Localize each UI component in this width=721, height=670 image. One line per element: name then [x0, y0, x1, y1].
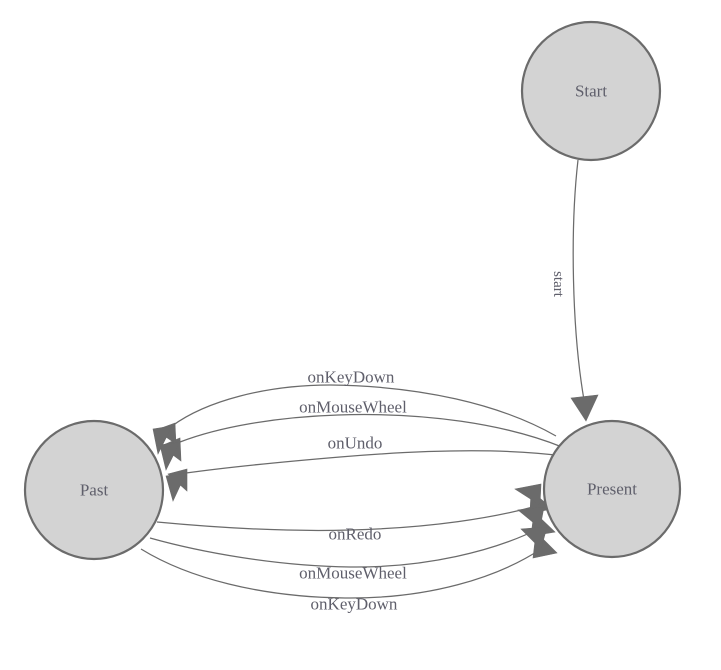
- edge-past-to-present-onmousewheel-path: [149, 527, 541, 568]
- edge-label-present-past-onkeydown: onKeyDown: [308, 368, 395, 387]
- node-start-circle: [520, 20, 662, 162]
- edge-past-to-present-onredo-path: [156, 504, 541, 532]
- edge-present-to-past-onundo[interactable]: [165, 450, 564, 502]
- edge-label-present-past-onundo: onUndo: [328, 434, 383, 453]
- edge-past-to-present-onredo-arrowhead-b: [514, 483, 542, 506]
- node-past[interactable]: Past: [23, 419, 165, 561]
- edge-past-to-present-onredo[interactable]: [156, 483, 554, 532]
- node-past-circle: [23, 419, 165, 561]
- node-present-circle: [542, 419, 682, 559]
- node-start-label: Start: [575, 82, 607, 101]
- edge-present-to-past-onmousewheel-arrowhead-b: [159, 441, 181, 471]
- edge-present-to-past-onkeydown-path: [171, 384, 557, 437]
- node-start[interactable]: Start: [520, 20, 662, 162]
- edge-present-to-past-onkeydown-arrowhead-b: [152, 425, 173, 455]
- edge-label-past-present-onmousewheel: onMouseWheel: [299, 564, 407, 583]
- edge-past-to-present-onkeydown-path: [140, 548, 542, 599]
- edge-label-present-past-onmousewheel: onMouseWheel: [299, 398, 407, 417]
- edge-start-to-present-path: [572, 159, 585, 401]
- edge-past-to-present-onmousewheel-arrowhead-b: [517, 506, 545, 529]
- edge-label-start: start: [550, 271, 566, 298]
- edge-present-to-past-onkeydown[interactable]: [152, 384, 557, 455]
- node-present-label: Present: [587, 480, 637, 499]
- edge-past-to-present-onkeydown-arrowhead-b: [520, 526, 548, 550]
- edge-past-to-present-onkeydown[interactable]: [140, 526, 558, 599]
- edge-present-to-past-onundo-path: [185, 450, 564, 474]
- edge-start-to-present-arrowhead: [570, 394, 599, 422]
- edge-present-to-past-onmousewheel-path: [179, 413, 563, 448]
- edge-start-to-present[interactable]: start: [550, 159, 599, 422]
- node-present[interactable]: Present: [542, 419, 682, 559]
- edge-label-past-present-onkeydown: onKeyDown: [311, 595, 398, 614]
- edge-label-past-present-onredo: onRedo: [329, 525, 382, 544]
- edge-present-to-past-onmousewheel[interactable]: [159, 413, 563, 471]
- edge-present-to-past-onundo-arrowhead-b: [165, 472, 187, 502]
- node-past-label: Past: [80, 481, 109, 500]
